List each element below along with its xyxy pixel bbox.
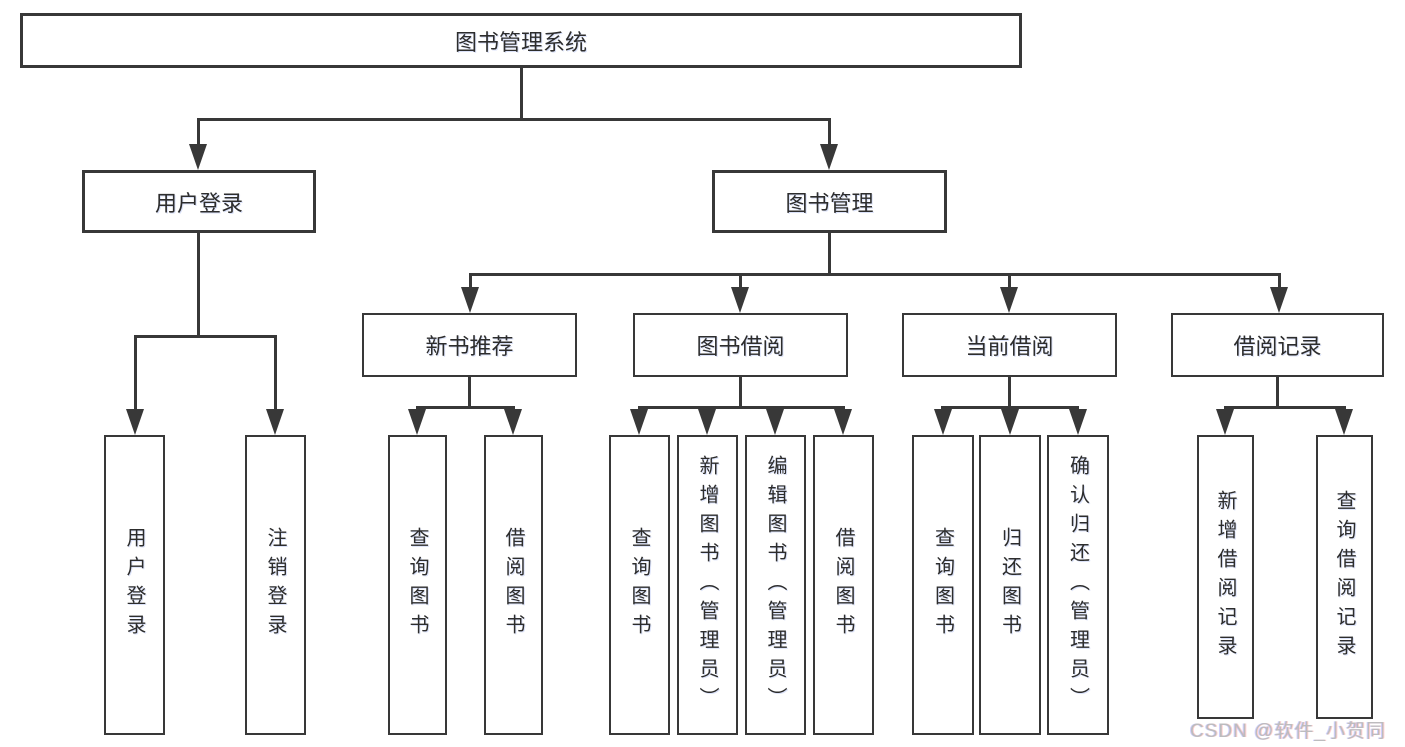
leaf-borrow-edit-books-admin: 编辑图书（管理员）: [745, 435, 806, 735]
arrowhead-icon: [731, 287, 749, 313]
leaf-borrow-add-books-admin-label: 新增图书（管理员）: [696, 454, 718, 716]
leaf-current-return-books: 归还图书: [979, 435, 1041, 735]
leaf-records-query-borrow-record-label: 查询借阅记录: [1333, 490, 1355, 664]
arrowhead-icon: [504, 409, 522, 435]
edge-segment: [739, 377, 742, 408]
arrowhead-icon: [698, 409, 716, 435]
leaf-current-confirm-return-admin: 确认归还（管理员）: [1047, 435, 1109, 735]
node-current-borrowing: 当前借阅: [902, 313, 1117, 377]
leaf-user-login-label: 用户登录: [123, 527, 145, 643]
leaf-borrow-add-books-admin: 新增图书（管理员）: [677, 435, 738, 735]
leaf-recommend-borrow-books: 借阅图书: [484, 435, 543, 735]
leaf-logout-login: 注销登录: [245, 435, 306, 735]
leaf-records-add-borrow-record: 新增借阅记录: [1197, 435, 1254, 719]
node-borrowing-records: 借阅记录: [1171, 313, 1384, 377]
arrowhead-icon: [834, 409, 852, 435]
edge-segment: [416, 406, 515, 409]
arrowhead-icon: [1216, 409, 1234, 435]
edge-segment: [828, 232, 831, 275]
edge-segment: [274, 335, 277, 411]
edge-segment: [1008, 377, 1011, 408]
leaf-recommend-query-books: 查询图书: [388, 435, 447, 735]
leaf-recommend-borrow-books-label: 借阅图书: [502, 527, 524, 643]
node-current-borrowing-label: 当前借阅: [965, 334, 1054, 359]
edge-segment: [1276, 377, 1279, 408]
edge-segment: [134, 335, 277, 338]
leaf-borrow-borrow-books-label: 借阅图书: [832, 527, 854, 643]
edge-segment: [828, 118, 831, 148]
arrowhead-icon: [1000, 287, 1018, 313]
watermark: CSDN @软件_小贺同学: [1190, 721, 1386, 742]
leaf-borrow-edit-books-admin-label: 编辑图书（管理员）: [764, 454, 786, 716]
edge-segment: [197, 118, 831, 121]
edge-segment: [468, 377, 471, 408]
node-book-management: 图书管理: [712, 170, 947, 233]
edge-segment: [739, 273, 742, 289]
node-user-login-label: 用户登录: [154, 190, 243, 216]
arrowhead-icon: [820, 144, 838, 170]
arrowhead-icon: [126, 409, 144, 435]
node-book-borrowing-label: 图书借阅: [696, 334, 785, 359]
edge-segment: [197, 118, 200, 148]
arrowhead-icon: [934, 409, 952, 435]
node-book-management-label: 图书管理: [785, 190, 874, 216]
arrowhead-icon: [266, 409, 284, 435]
edge-segment: [469, 273, 1281, 276]
arrowhead-icon: [1069, 409, 1087, 435]
leaf-current-query-books-label: 查询图书: [931, 527, 954, 643]
arrowhead-icon: [630, 409, 648, 435]
arrowhead-icon: [189, 144, 207, 170]
node-borrowing-records-label: 借阅记录: [1233, 334, 1322, 359]
edge-segment: [1008, 273, 1011, 289]
leaf-borrow-borrow-books: 借阅图书: [813, 435, 874, 735]
edge-segment: [469, 273, 472, 289]
node-root: 图书管理系统: [20, 13, 1022, 68]
node-new-book-recommend-label: 新书推荐: [425, 334, 514, 359]
leaf-borrow-query-books-label: 查询图书: [628, 527, 650, 643]
leaf-current-confirm-return-admin-label: 确认归还（管理员）: [1066, 454, 1089, 716]
edge-segment: [520, 67, 523, 120]
edge-segment: [941, 406, 1079, 409]
arrowhead-icon: [1001, 409, 1019, 435]
leaf-logout-login-label: 注销登录: [264, 527, 286, 643]
arrowhead-icon: [461, 287, 479, 313]
arrowhead-icon: [408, 409, 426, 435]
edge-segment: [1278, 273, 1281, 289]
node-user-login: 用户登录: [82, 170, 316, 233]
leaf-recommend-query-books-label: 查询图书: [406, 527, 428, 643]
leaf-user-login: 用户登录: [104, 435, 165, 735]
leaf-borrow-query-books: 查询图书: [609, 435, 670, 735]
leaf-current-query-books: 查询图书: [912, 435, 974, 735]
arrowhead-icon: [1270, 287, 1288, 313]
node-new-book-recommend: 新书推荐: [362, 313, 577, 377]
arrowhead-icon: [766, 409, 784, 435]
node-book-borrowing: 图书借阅: [633, 313, 848, 377]
edge-segment: [197, 232, 200, 337]
node-root-label: 图书管理系统: [454, 29, 587, 55]
leaf-records-query-borrow-record: 查询借阅记录: [1316, 435, 1373, 719]
edge-segment: [134, 335, 137, 411]
leaf-current-return-books-label: 归还图书: [998, 527, 1021, 643]
edge-segment: [1224, 406, 1346, 409]
arrowhead-icon: [1335, 409, 1353, 435]
edge-segment: [638, 406, 845, 409]
leaf-records-add-borrow-record-label: 新增借阅记录: [1214, 490, 1236, 664]
